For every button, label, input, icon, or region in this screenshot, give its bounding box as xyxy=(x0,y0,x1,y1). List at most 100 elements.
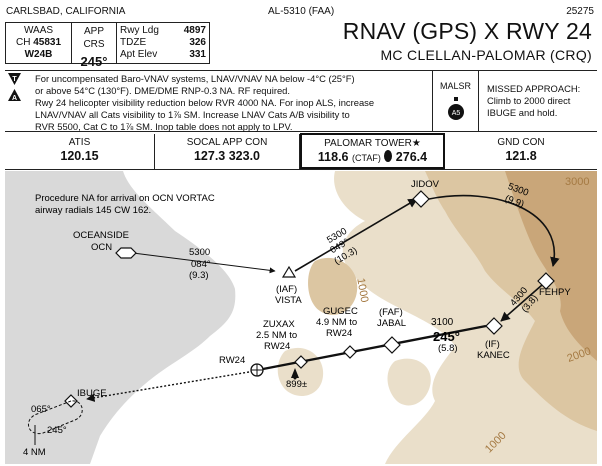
apt-elev-label: Apt Elev xyxy=(120,49,158,60)
missed-line-2: IBUGE and hold. xyxy=(487,107,558,118)
socal-frequency: 127.3 323.0 xyxy=(193,149,261,163)
gugec-distance-1: 4.9 NM to xyxy=(316,317,357,328)
jidov-fehpy-rf-arc xyxy=(428,194,560,267)
svg-text:T: T xyxy=(12,76,17,83)
oceanside-label: OCEANSIDE xyxy=(73,230,129,241)
rw24-label: RW24 xyxy=(219,355,245,366)
tower-freq-1: 118.6 xyxy=(317,150,349,164)
zuxax-label: ZUXAX xyxy=(263,319,295,330)
ch-label: CH xyxy=(15,37,31,48)
jidov-label: JIDOV xyxy=(411,179,440,190)
ocn-distance: (9.3) xyxy=(189,270,209,281)
tdze-label: TDZE xyxy=(120,37,147,48)
zuxax-distance-1: 2.5 NM to xyxy=(256,330,297,341)
notes-icons: T A xyxy=(5,71,31,131)
tower-freq-2: 276.4 xyxy=(395,150,428,164)
terrain-patch-3 xyxy=(387,358,431,406)
gugec-fix-icon xyxy=(343,345,357,359)
malsr-cell: MALSR A5 xyxy=(433,71,479,131)
communications-strip: ATIS 120.15 SOCAL APP CON 127.3 323.0 PA… xyxy=(5,133,597,170)
ocn-label: OCN xyxy=(91,242,112,253)
final-altitude: 3100 xyxy=(431,317,454,328)
ibuge-label: IBUGE xyxy=(77,388,107,399)
contour-label-3000: 3000 xyxy=(565,176,589,188)
rwy-ldg-value: 4897 xyxy=(183,25,206,36)
ctaf-label: (CTAF) xyxy=(352,153,381,163)
contour-label-1000a: 1000 xyxy=(354,277,370,303)
alternate-minimums-icon: A xyxy=(8,89,21,102)
notes-line-2: or above 54°C (130°F). DME/DME RNP-0.3 N… xyxy=(35,85,290,96)
waas-label: WAAS xyxy=(23,25,54,36)
vista-label: VISTA xyxy=(275,295,302,306)
zuxax-distance-2: RW24 xyxy=(264,341,290,352)
takeoff-minimums-icon: T xyxy=(8,73,21,86)
socal-approach-cell: SOCAL APP CON 127.3 323.0 xyxy=(155,134,300,169)
jidov-fix-icon xyxy=(412,190,430,208)
atis-cell: ATIS 120.15 xyxy=(5,134,155,169)
notes-line-3: Rwy 24 helicopter visibility reduction b… xyxy=(35,97,375,108)
notes-section: T A For uncompensated Baro-VNAV systems,… xyxy=(5,70,597,132)
zuxax-fix-icon xyxy=(294,355,308,369)
jabal-label: JABAL xyxy=(377,318,406,329)
notes-line-4: LNAV/VNAV all Cats visibility to 1⅞ SM. … xyxy=(35,109,350,120)
ground-frequency: 121.8 xyxy=(505,149,537,163)
chart-id-label: AL-5310 (FAA) xyxy=(268,6,335,17)
atis-frequency: 120.15 xyxy=(60,149,99,163)
ocn-vortac-icon xyxy=(115,247,137,259)
ground-cell: GND CON 121.8 xyxy=(445,134,597,169)
socal-label: SOCAL APP CON xyxy=(186,137,268,148)
final-course: 245° xyxy=(433,329,460,344)
waas-id: W24B xyxy=(24,49,53,60)
cycle-label: 25275 xyxy=(566,6,594,17)
ch-value: 45831 xyxy=(33,37,62,48)
ocn-course: 084° xyxy=(191,259,211,270)
app-crs-value: 245° xyxy=(80,54,108,69)
vista-iaf-icon xyxy=(281,265,297,278)
notes-line-5: RVR 5500, Cat C to 1⅞ SM. Inop table doe… xyxy=(35,121,293,132)
fehpy-label: FEHPY xyxy=(539,287,571,298)
waas-cell: WAAS CH 45831 W24B xyxy=(6,23,72,63)
app-crs-cell: APP CRS 245° xyxy=(72,23,117,68)
missed-approach-path xyxy=(86,371,250,402)
ocn-altitude: 5300 xyxy=(189,247,210,258)
ocean-area xyxy=(5,171,236,464)
malsr-label: MALSR xyxy=(439,81,471,91)
vista-iaf-label: (IAF) xyxy=(276,284,297,295)
ground-label: GND CON xyxy=(497,137,545,148)
apt-elev-value: 331 xyxy=(189,49,206,60)
gugec-label: GUGEC xyxy=(323,306,358,317)
ocn-feeder-route xyxy=(132,252,276,274)
ibuge-holding-pattern xyxy=(28,400,83,435)
missed-title: MISSED APPROACH: xyxy=(487,83,581,94)
kanec-if-label: (IF) xyxy=(485,339,500,350)
final-distance: (5.8) xyxy=(438,343,458,354)
atis-label: ATIS xyxy=(68,137,91,148)
malsr-lighting-icon: A5 xyxy=(447,97,464,120)
kanec-label: KANEC xyxy=(477,350,510,361)
app-crs-label: APP CRS xyxy=(83,26,105,50)
hold-leg-length: 4 NM xyxy=(23,447,46,458)
terrain-patch-1 xyxy=(308,257,358,315)
obstacle-icon xyxy=(291,368,299,378)
obstacle-elevation: 899± xyxy=(286,379,307,390)
procedure-note-line-1: Procedure NA for arrival on OCN VORTAC xyxy=(35,193,215,204)
hold-outbound-course: 065° xyxy=(31,404,51,415)
airport-name: MC CLELLAN-PALOMAR (CRQ) xyxy=(380,47,592,63)
plan-view: 3000 1000 2000 1000 Procedure NA for arr… xyxy=(5,171,597,464)
jabal-faf-label: (FAF) xyxy=(379,307,403,318)
ctaf-icon xyxy=(384,150,393,162)
jabal-faf-icon xyxy=(383,336,401,354)
missed-line-1: Climb to 2000 direct xyxy=(487,95,571,106)
tdze-value: 326 xyxy=(189,37,206,48)
kanec-fix-icon xyxy=(485,317,503,335)
svg-text:A5: A5 xyxy=(451,110,460,117)
procedure-title: RNAV (GPS) X RWY 24 xyxy=(342,18,592,44)
missed-approach-text: MISSED APPROACH: Climb to 2000 direct IB… xyxy=(479,71,597,131)
tower-cell: PALOMAR TOWER★ 118.6 (CTAF) 276.4 xyxy=(300,133,445,169)
hold-inbound-course: 245° xyxy=(47,425,67,436)
obstacle-dot-icon xyxy=(293,376,297,380)
notes-text: For uncompensated Baro-VNAV systems, LNA… xyxy=(31,71,433,132)
vista-to-jidov-route xyxy=(294,198,418,272)
